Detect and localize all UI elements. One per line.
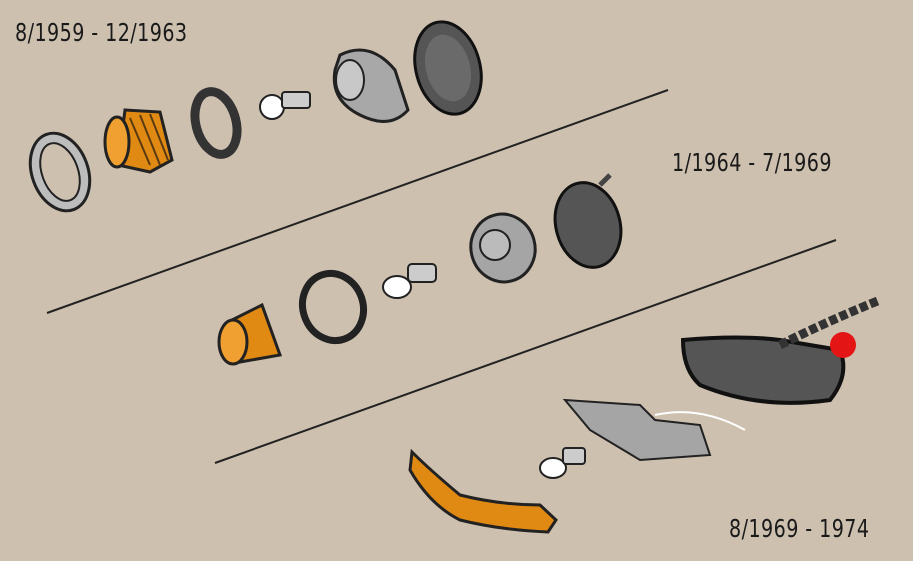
bulb-3	[539, 447, 586, 479]
base-plate-2	[553, 173, 623, 269]
housing	[332, 48, 410, 123]
gray-lens-with-wire	[680, 295, 882, 405]
era-label-1964-1969: 1/1964 - 7/1969	[672, 148, 832, 177]
era3-parts	[408, 295, 882, 534]
housing-2	[469, 212, 537, 284]
divider-line-2	[214, 239, 837, 464]
gasket-2	[299, 269, 367, 345]
divider-line-1	[46, 89, 669, 314]
amber-lens	[103, 108, 174, 174]
era-label-1969-1974: 8/1969 - 1974	[729, 514, 870, 543]
era2-parts	[217, 173, 623, 366]
bulb-2	[382, 263, 437, 299]
era1-parts	[28, 20, 483, 213]
gasket	[190, 87, 242, 159]
amber-lens-long	[408, 448, 558, 534]
amber-lens-small	[217, 302, 283, 366]
era-label-1959-1963: 8/1959 - 12/1963	[15, 18, 188, 47]
trim-ring	[28, 131, 92, 213]
bulb	[259, 91, 311, 120]
base-plate	[413, 20, 483, 116]
housing-3	[562, 398, 746, 462]
red-marker-dot	[830, 332, 856, 358]
